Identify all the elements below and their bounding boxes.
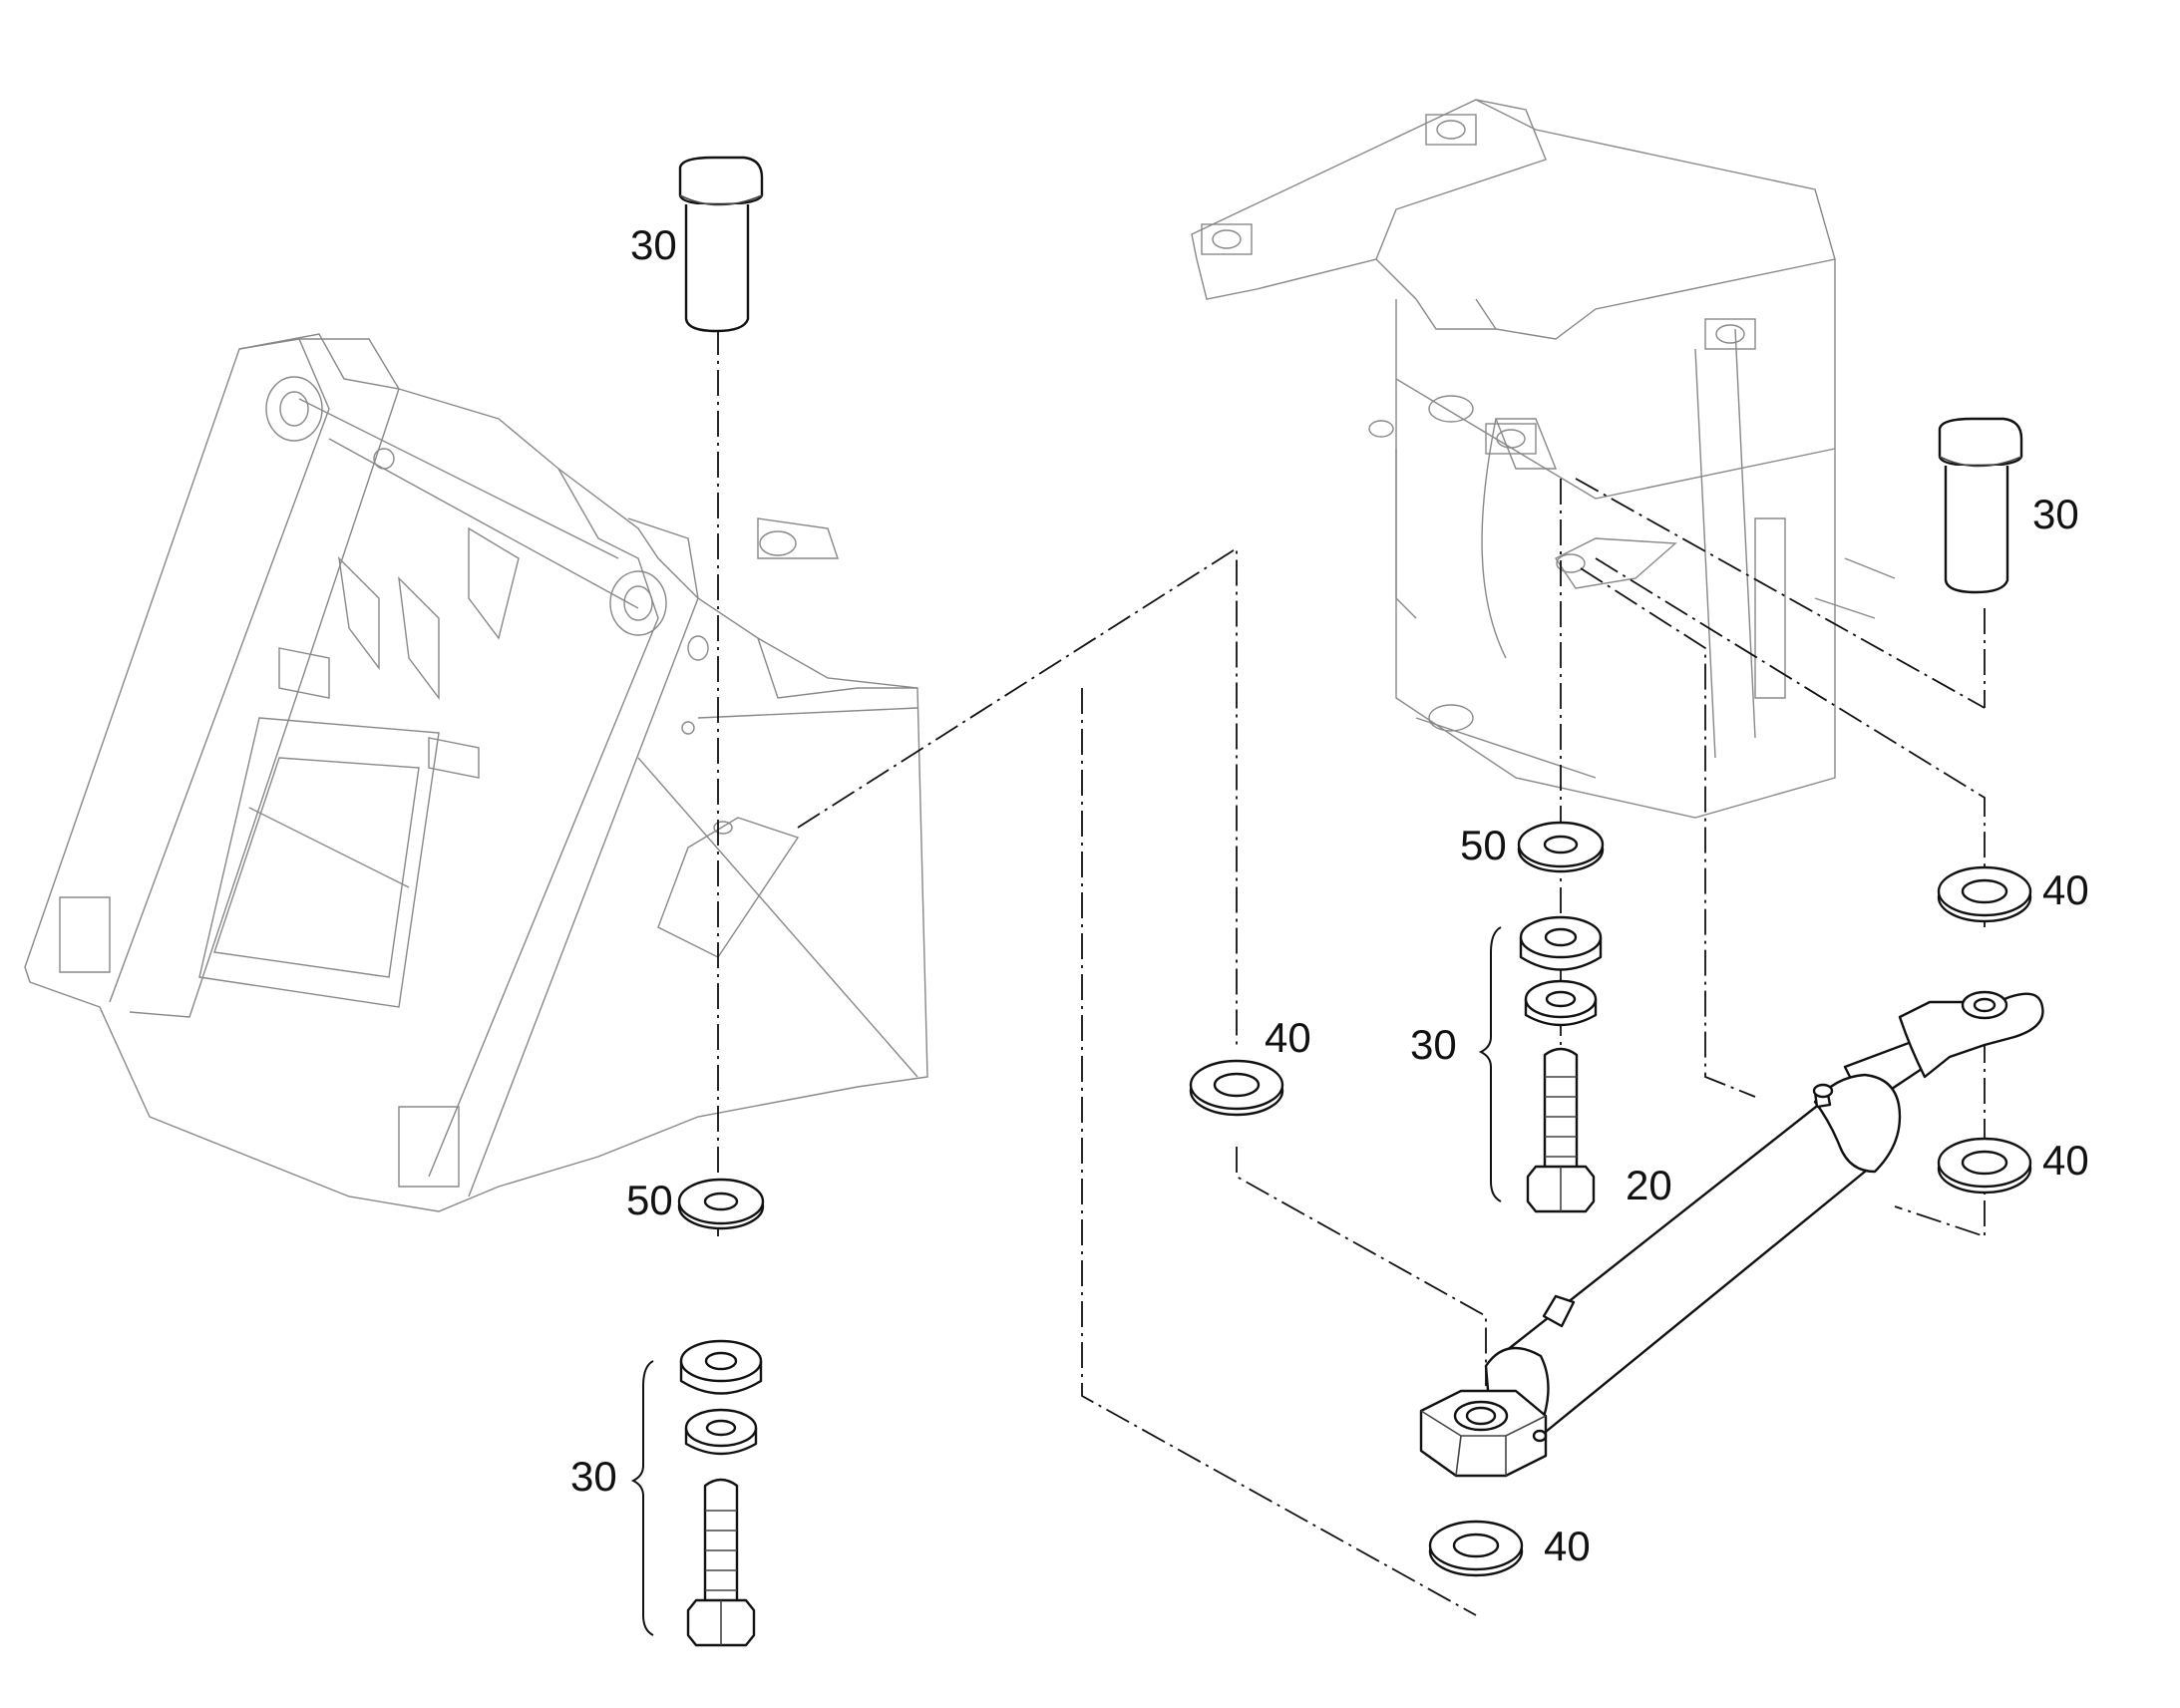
right-bolt-set: [1519, 915, 1603, 1213]
callout-washer-40-c: 40: [2042, 866, 2089, 913]
callout-left-washer-50: 50: [626, 1177, 673, 1223]
callout-left-bolt-set: 30: [570, 1453, 617, 1500]
washer-40-b: [1428, 1520, 1524, 1577]
hydraulic-cylinder: [1419, 990, 2044, 1478]
callout-right-pin: 30: [2032, 491, 2079, 537]
callout-right-bolt-set: 30: [1410, 1021, 1457, 1068]
callout-right-bolt-20: 20: [1626, 1162, 1672, 1208]
assembly-center-lines: [717, 329, 1986, 1616]
left-washer-50: [677, 1178, 765, 1230]
left-pin: [678, 156, 764, 333]
rear-frame-assembly: [1191, 99, 1896, 819]
left-bolt-set-brace: [630, 1360, 654, 1636]
right-pin: [1938, 417, 2023, 594]
washer-40-d: [1937, 1137, 2032, 1195]
callout-washer-40-b: 40: [1544, 1523, 1591, 1569]
right-bolt-set-brace: [1478, 926, 1502, 1202]
front-frame-assembly: [24, 333, 928, 1212]
callout-washer-40-d: 40: [2042, 1137, 2089, 1184]
callout-washer-40-a: 40: [1265, 1014, 1311, 1061]
callout-right-washer-50: 50: [1460, 822, 1507, 868]
washer-40-a: [1189, 1059, 1284, 1117]
callout-labels: 30 50 30 30 50 30 20 40 40 40 40: [570, 221, 2089, 1569]
right-washer-50: [1517, 821, 1605, 873]
callout-left-pin: 30: [630, 221, 677, 268]
washer-40-c: [1937, 865, 2032, 923]
left-bolt-set: [679, 1339, 763, 1647]
